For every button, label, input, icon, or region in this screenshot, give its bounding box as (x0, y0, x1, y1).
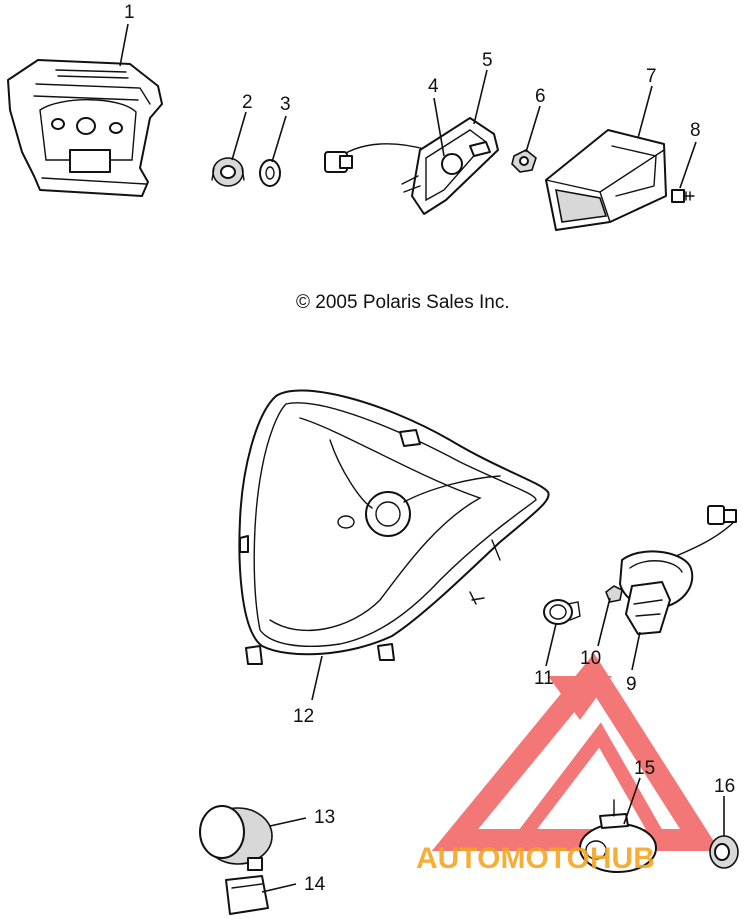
part-14-boot (225, 875, 269, 915)
part-12-headlight (238, 389, 550, 665)
callout-11: 11 (534, 668, 554, 689)
part-10-clip (605, 585, 623, 603)
callout-3: 3 (280, 94, 291, 115)
part-11-bulb (543, 599, 581, 625)
callout-10: 10 (580, 648, 601, 669)
part-16-connector (709, 835, 739, 869)
callout-6: 6 (535, 86, 546, 107)
part-3-washer (259, 159, 281, 187)
watermark-text: AUTOMOTOHUB (416, 842, 655, 875)
part-15-lamp (579, 799, 657, 873)
callout-14: 14 (304, 874, 326, 895)
part-13-lamp (199, 805, 273, 871)
part-7-taillight (545, 129, 667, 231)
callout-8: 8 (690, 120, 701, 141)
callout-13: 13 (314, 807, 335, 828)
part-4-5-license-lamp (324, 117, 499, 215)
callout-4: 4 (428, 76, 439, 97)
part-9-socket (619, 505, 737, 635)
part-6-nut (511, 149, 537, 173)
callout-12: 12 (293, 706, 314, 727)
copyright-text: © 2005 Polaris Sales Inc. (296, 292, 510, 313)
callout-labels: 1 2 3 4 5 6 7 8 9 10 11 12 13 14 15 16 (124, 2, 735, 895)
part-1-bracket (7, 59, 163, 197)
callout-15: 15 (634, 758, 655, 779)
callout-5: 5 (482, 50, 493, 71)
part-8-screw (671, 189, 695, 203)
part-2-grommet (211, 157, 245, 187)
callout-7: 7 (646, 66, 657, 87)
callout-16: 16 (714, 776, 735, 797)
leader-lines (119, 23, 725, 893)
callout-9: 9 (626, 674, 637, 695)
callout-2: 2 (242, 92, 253, 113)
watermark-logo (431, 653, 721, 851)
callout-1: 1 (124, 2, 135, 23)
